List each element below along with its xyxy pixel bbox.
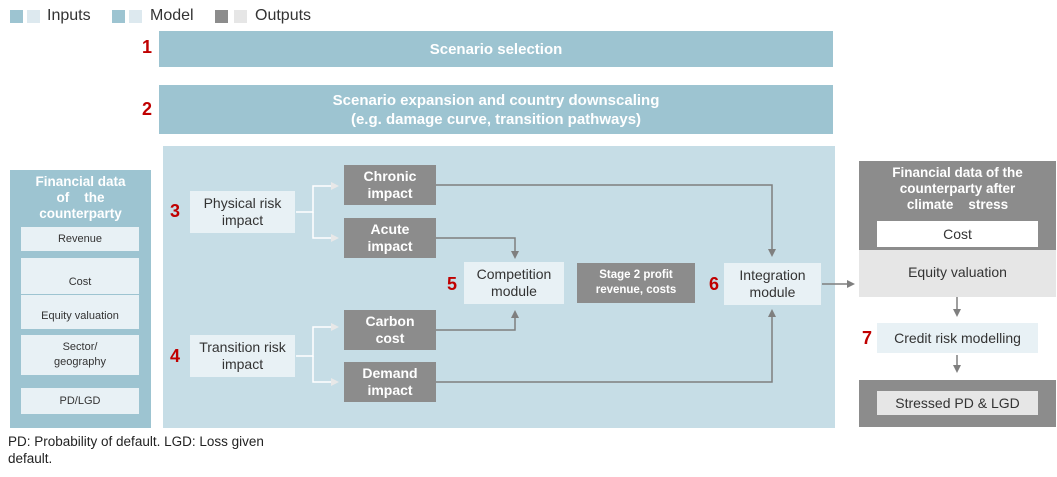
integration-line1: Integration — [739, 267, 806, 283]
input-item-equity-valuation-label: Equity valuation — [41, 309, 119, 322]
demand-line1: Demand — [362, 365, 418, 381]
transition-risk-impact-box: Transition risk impact — [190, 335, 295, 377]
output-equity-box: Equity valuation — [877, 259, 1038, 285]
input-item-pd-lgd: PD/LGD — [21, 388, 139, 414]
physical-risk-line1: Physical risk — [203, 195, 282, 211]
input-item-geography-label: geography — [54, 356, 106, 368]
carbon-line2: cost — [375, 330, 405, 346]
carbon-line1: Carbon — [365, 313, 415, 329]
scenario-expansion-line2: (e.g. damage curve, transition pathways) — [350, 110, 642, 128]
chronic-line2: impact — [367, 185, 413, 201]
step-number-5: 5 — [447, 274, 458, 294]
financial-input-title-line1: Financial data — [35, 174, 126, 189]
chronic-line1: Chronic — [363, 168, 417, 184]
step-number-1: 1 — [142, 37, 153, 57]
legend-outputs-label: Outputs — [255, 7, 312, 24]
stressed-pd-lgd-box: Stressed PD & LGD — [877, 391, 1038, 415]
legend-output-light-swatch — [234, 10, 247, 23]
scenario-expansion-box: Scenario expansion and country downscali… — [159, 85, 833, 134]
stage2-line1: Stage 2 profit — [599, 269, 673, 281]
financial-input-title-line2: of the — [56, 190, 105, 205]
input-item-cost: Cost — [21, 258, 139, 294]
stage2-profit-box: Stage 2 profit revenue, costs — [577, 263, 695, 303]
legend-inputs-label: Inputs — [47, 7, 91, 24]
credit-risk-label: Credit risk modelling — [894, 329, 1021, 346]
financial-output-title-line2: counterparty after — [899, 181, 1016, 196]
legend-model-dark-swatch — [112, 10, 125, 23]
financial-input-title-line3: counterparty — [39, 206, 122, 221]
footnote: PD: Probability of default. LGD: Loss gi… — [8, 433, 264, 467]
legend-output-dark-swatch — [215, 10, 228, 23]
stressed-pd-lgd-label: Stressed PD & LGD — [895, 395, 1020, 411]
legend-model-label: Model — [150, 7, 194, 24]
financial-output-title: Financial data of the counterparty after… — [859, 165, 1056, 213]
competition-line1: Competition — [476, 266, 552, 282]
legend-input-dark-swatch — [10, 10, 23, 23]
step-number-3: 3 — [170, 201, 181, 221]
credit-risk-modelling-box: Credit risk modelling — [877, 323, 1038, 353]
demand-impact-box: Demand impact — [344, 362, 436, 402]
chronic-impact-box: Chronic impact — [344, 165, 436, 205]
stage2-line2: revenue, costs — [595, 284, 677, 296]
scenario-selection-box: Scenario selection — [159, 31, 833, 67]
competition-module-box: Competition module — [464, 262, 564, 304]
footnote-line2: default. — [8, 451, 53, 466]
financial-input-title: Financial data of the counterparty — [10, 174, 151, 222]
step-number-7: 7 — [862, 328, 873, 348]
legend-input-light-swatch — [27, 10, 40, 23]
physical-risk-line2: impact — [221, 212, 264, 228]
input-item-cost-label: Cost — [68, 275, 92, 288]
integration-line2: module — [749, 284, 796, 300]
competition-line2: module — [491, 283, 537, 299]
acute-impact-box: Acute impact — [344, 218, 436, 258]
output-cost-label: Cost — [943, 226, 972, 242]
step-number-4: 4 — [170, 346, 181, 366]
input-item-revenue-label: Revenue — [57, 232, 103, 245]
financial-output-title-line3: climate stress — [906, 197, 1009, 212]
input-item-sector-label: Sector/ — [62, 341, 98, 353]
transition-risk-line1: Transition risk — [199, 339, 286, 355]
physical-risk-impact-box: Physical risk impact — [190, 191, 295, 233]
input-item-sector-geography: Sector/ geography — [21, 335, 139, 375]
step-number-2: 2 — [142, 99, 153, 119]
input-item-revenue: Revenue — [21, 227, 139, 251]
financial-output-title-line1: Financial data of the — [892, 165, 1023, 180]
step-number-6: 6 — [709, 274, 720, 294]
output-cost-box: Cost — [877, 221, 1038, 247]
acute-line1: Acute — [370, 221, 410, 237]
carbon-cost-box: Carbon cost — [344, 310, 436, 350]
input-item-equity-valuation: Equity valuation — [21, 295, 139, 329]
footnote-line1: PD: Probability of default. LGD: Loss gi… — [8, 434, 264, 449]
legend-model-light-swatch — [129, 10, 142, 23]
acute-line2: impact — [367, 238, 413, 254]
output-equity-label: Equity valuation — [908, 264, 1007, 280]
integration-module-box: Integration module — [724, 263, 821, 305]
scenario-expansion-line1: Scenario expansion and country downscali… — [332, 91, 660, 109]
input-item-pd-lgd-label: PD/LGD — [59, 394, 101, 407]
scenario-selection-label: Scenario selection — [429, 40, 563, 58]
demand-line2: impact — [367, 382, 413, 398]
transition-risk-line2: impact — [221, 356, 264, 372]
